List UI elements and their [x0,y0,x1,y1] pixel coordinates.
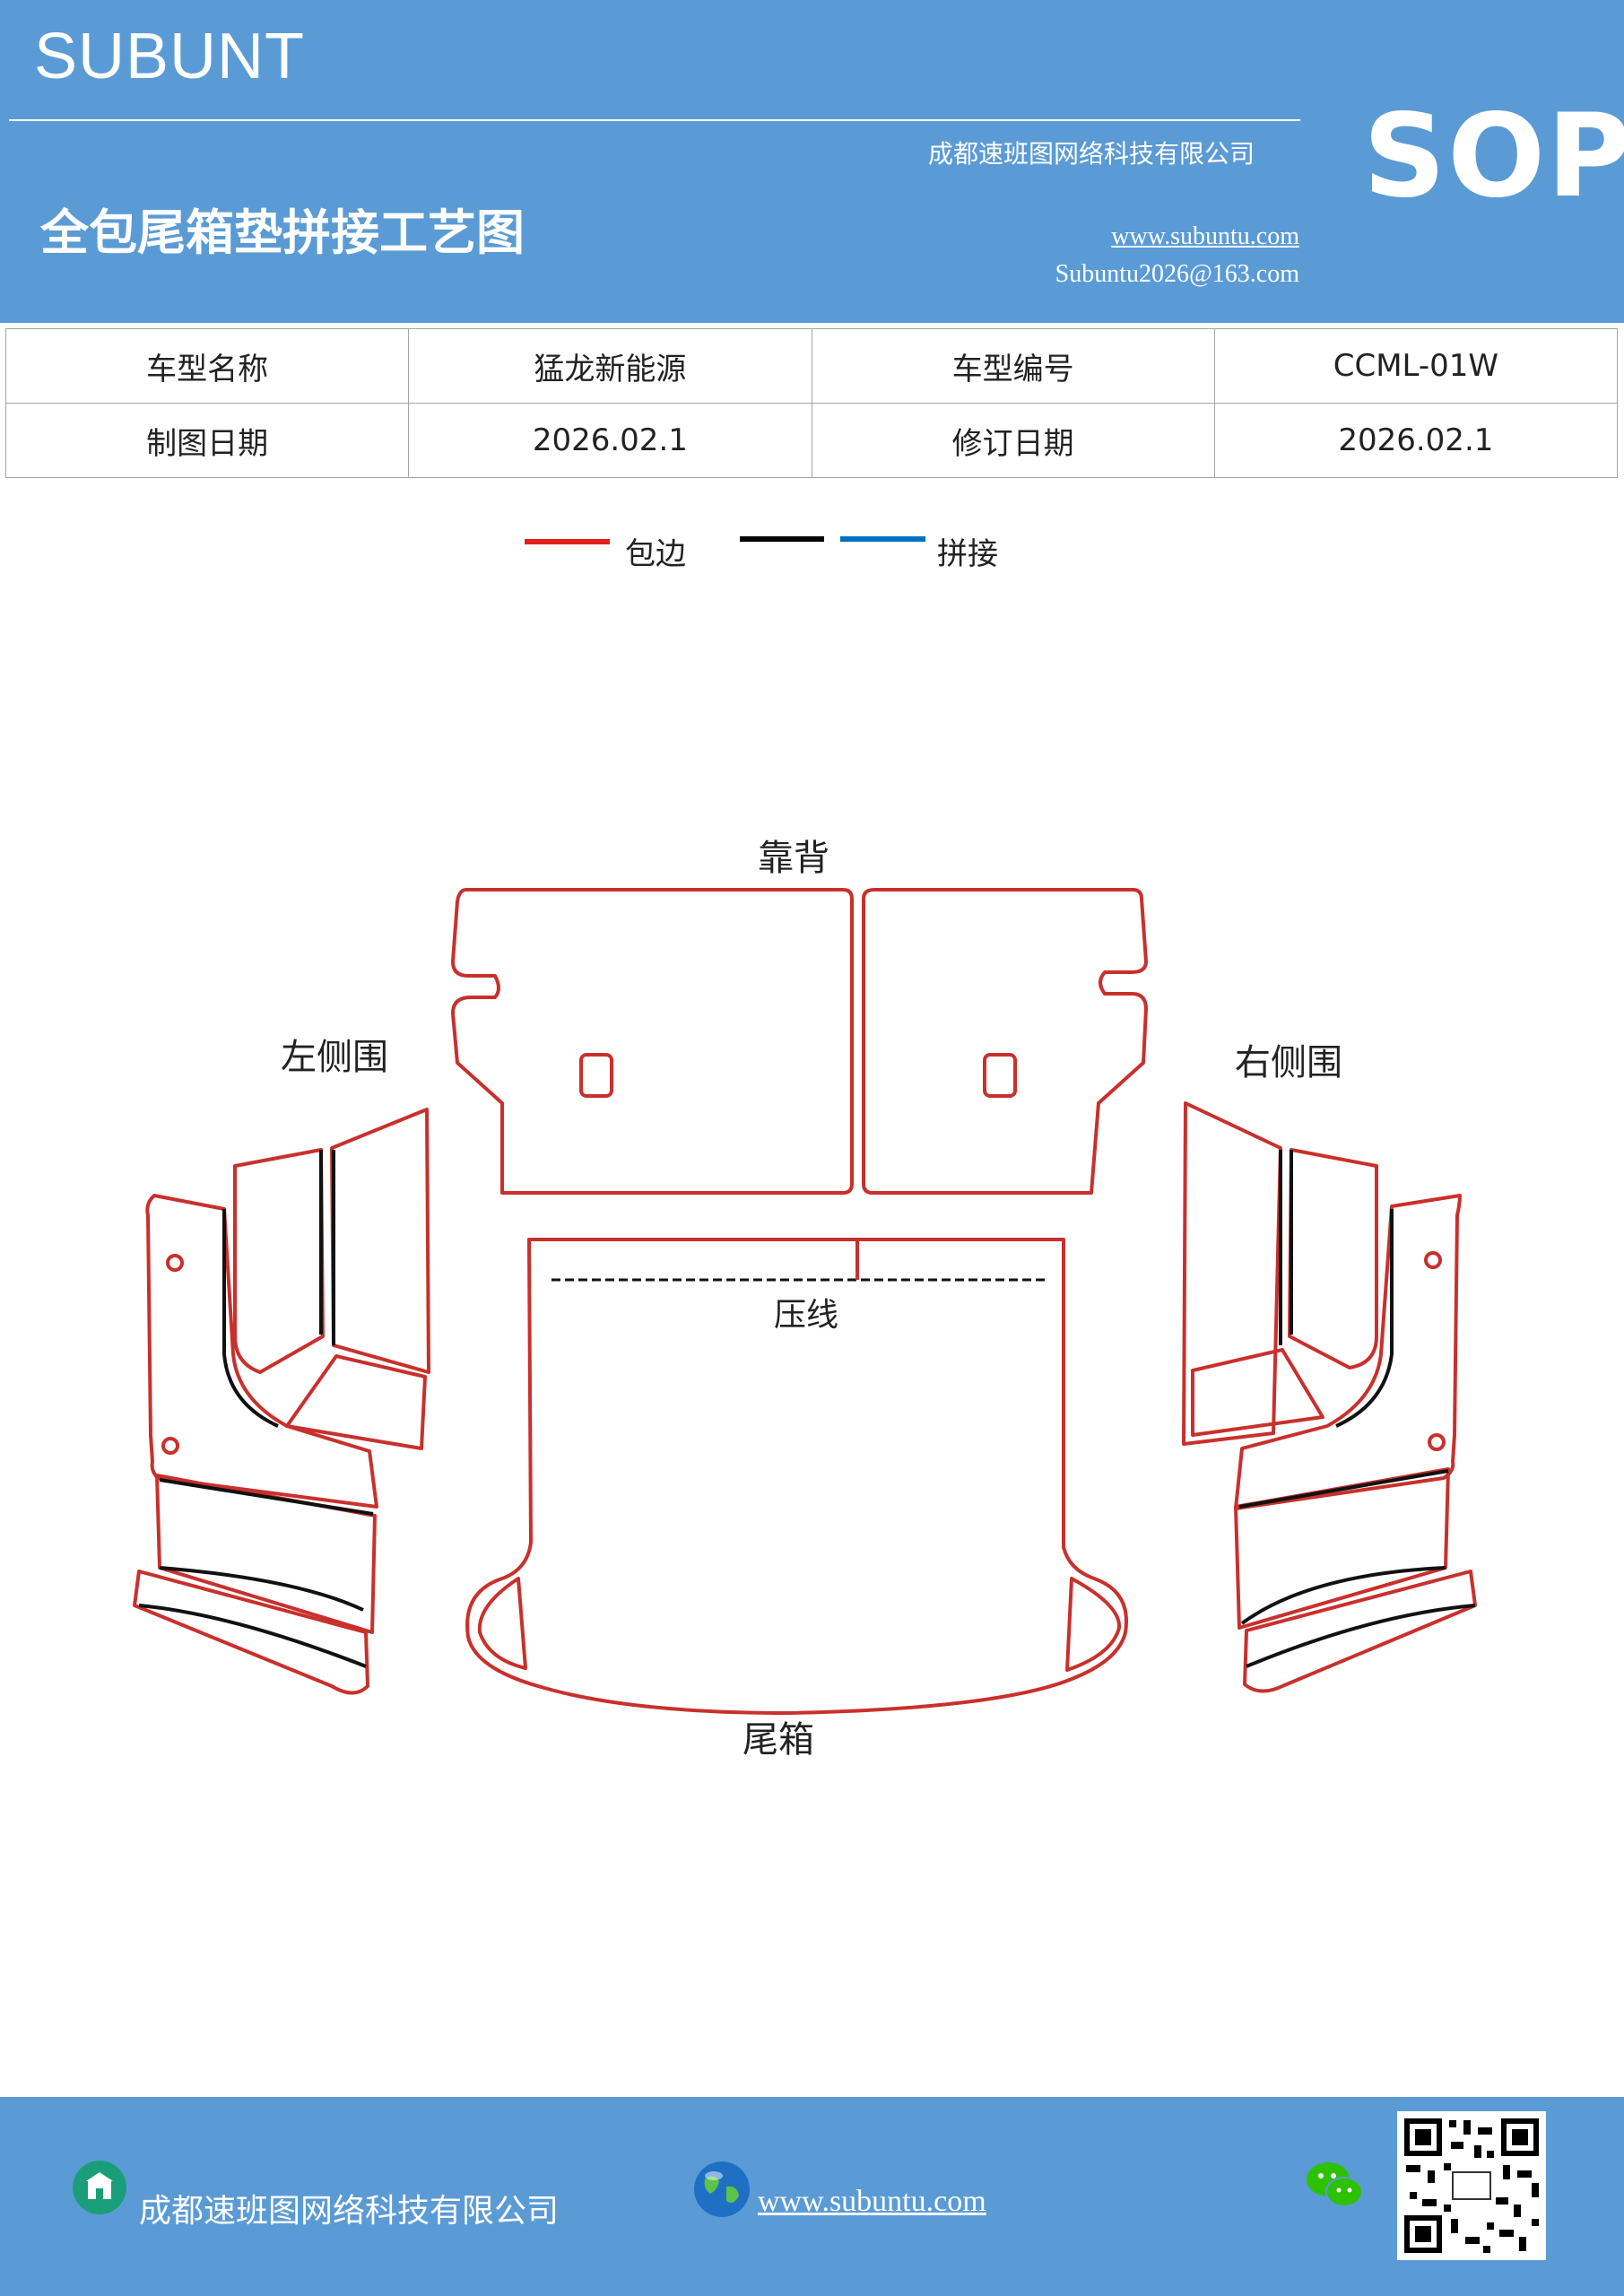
header-website-link[interactable]: www.subuntu.com [1111,222,1299,250]
right-seam-line [1240,1566,1446,1625]
trunk-floor-panel [465,1238,1128,1715]
qr-code-pattern [1404,2118,1539,2253]
right-seam-line [1335,1209,1394,1428]
left-side-mid-piece [330,1108,430,1374]
table-cell: 2026.02.1 [408,403,812,478]
left-seam-line [138,1604,367,1668]
left-seam-line [159,1566,364,1612]
trunk-right-pocket [1065,1577,1122,1672]
left-side-lower-piece [155,1474,377,1634]
footer-banner: 成都速班图网络科技有限公司 www.subuntu.com [0,2097,1624,2296]
backrest-left-slot [579,1053,613,1098]
legend-label-seam: 拼接 [937,536,998,572]
left-side-upper-piece [233,1148,325,1374]
left-side-hole [161,1437,179,1455]
right-side-hole [1424,1251,1442,1269]
backrest-left-panel [451,888,854,1195]
table-cell: 车型编号 [811,328,1215,404]
right-seam-line [1238,1469,1449,1509]
label-left-side: 左侧围 [281,1037,388,1078]
table-row: 制图日期 2026.02.1 修订日期 2026.02.1 [4,403,1619,478]
left-seam-line [159,1478,374,1516]
header-divider [9,119,1300,121]
table-cell: 修订日期 [811,403,1215,478]
header-banner: SUBUNT 成都速班图网络科技有限公司 全包尾箱垫拼接工艺图 SOP www.… [0,0,1624,323]
table-cell: 制图日期 [4,403,410,478]
footer-website-link[interactable]: www.subuntu.com [758,2185,986,2218]
left-side-hole [166,1254,184,1272]
footer-company-name: 成都速班图网络科技有限公司 [139,2193,560,2230]
right-side-upper-piece [1288,1148,1378,1370]
table-cell: 猛龙新能源 [408,328,812,404]
trunk-mat-diagram: 靠背 左侧围 右侧围 压线 尾箱 [133,838,1477,1761]
table-row: 车型名称 猛龙新能源 车型编号 CCML-01W [4,328,1619,404]
table-cell: 2026.02.1 [1213,403,1619,478]
right-side-outer-panel [1234,1194,1462,1510]
left-seam-line [222,1209,279,1428]
left-side-corner-piece [285,1354,427,1450]
right-side-mid-piece [1182,1101,1282,1446]
right-side-hole [1428,1433,1446,1451]
left-side-outer-panel [145,1194,378,1509]
wechat-icon [1307,2162,1363,2207]
right-side-bottom-piece [1243,1570,1477,1693]
label-press-line: 压线 [774,1297,838,1334]
backrest-right-slot [983,1053,1017,1098]
brand-logo-text: SUBUNT [34,21,306,92]
table-cell: 车型名称 [4,328,410,404]
trunk-left-pocket [477,1577,527,1670]
page-title: 全包尾箱垫拼接工艺图 [40,204,525,261]
vehicle-info-table: 车型名称 猛龙新能源 车型编号 CCML-01W 制图日期 2026.02.1 … [4,328,1619,478]
left-side-bottom-piece [133,1570,369,1695]
company-name: 成都速班图网络科技有限公司 [928,139,1255,169]
backrest-right-panel [862,888,1148,1195]
label-trunk: 尾箱 [743,1719,814,1761]
legend: 包边 拼接 [0,529,1624,574]
legend-swatch-black [740,536,824,542]
header-email: Subuntu2026@163.com [1055,260,1299,288]
building-icon [73,2161,126,2214]
legend-swatch-red [525,539,610,544]
right-seam-line [1246,1604,1476,1668]
table-cell: CCML-01W [1213,328,1619,404]
label-right-side: 右侧围 [1235,1042,1342,1083]
globe-icon [694,2161,750,2217]
sop-badge: SOP [1363,90,1624,223]
qr-code-image [1397,2111,1546,2260]
legend-swatch-blue [840,536,925,542]
right-side-corner-piece [1191,1348,1324,1437]
legend-label-edge: 包边 [625,536,686,572]
label-backrest: 靠背 [758,838,829,879]
